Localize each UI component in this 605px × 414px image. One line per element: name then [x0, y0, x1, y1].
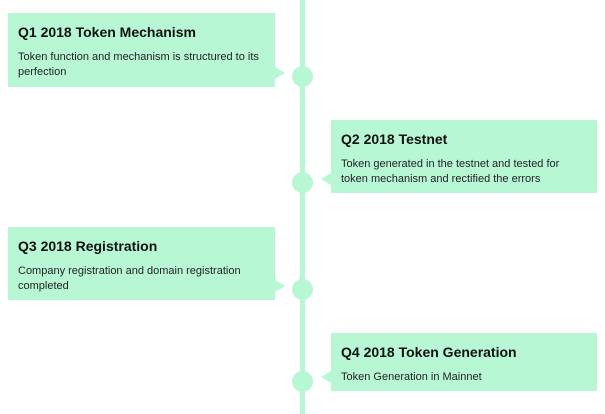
milestone-description: Company registration and domain registra…	[18, 265, 241, 292]
milestone-title: Q2 2018 Testnet	[341, 131, 448, 147]
milestone-title: Q1 2018 Token Mechanism	[18, 24, 196, 40]
milestone-description: Token function and mechanism is structur…	[18, 51, 259, 78]
timeline-dot	[292, 371, 313, 392]
milestone-card-q4: Q4 2018 Token Generation Token Generatio…	[321, 333, 597, 391]
milestone-description: Token Generation in Mainnet	[341, 371, 482, 383]
milestone-card-q1: Q1 2018 Token Mechanism Token function a…	[8, 13, 285, 87]
timeline-line	[300, 0, 305, 414]
timeline-dot	[292, 66, 313, 87]
milestone-card-q3: Q3 2018 Registration Company registratio…	[8, 227, 285, 300]
milestone-title: Q4 2018 Token Generation	[341, 344, 517, 360]
milestone-description: Token generated in the testnet and teste…	[341, 158, 560, 185]
timeline-dot	[292, 279, 313, 300]
milestone-card-q2: Q2 2018 Testnet Token generated in the t…	[321, 120, 597, 193]
timeline-dot	[292, 172, 313, 193]
milestone-title: Q3 2018 Registration	[18, 238, 158, 254]
